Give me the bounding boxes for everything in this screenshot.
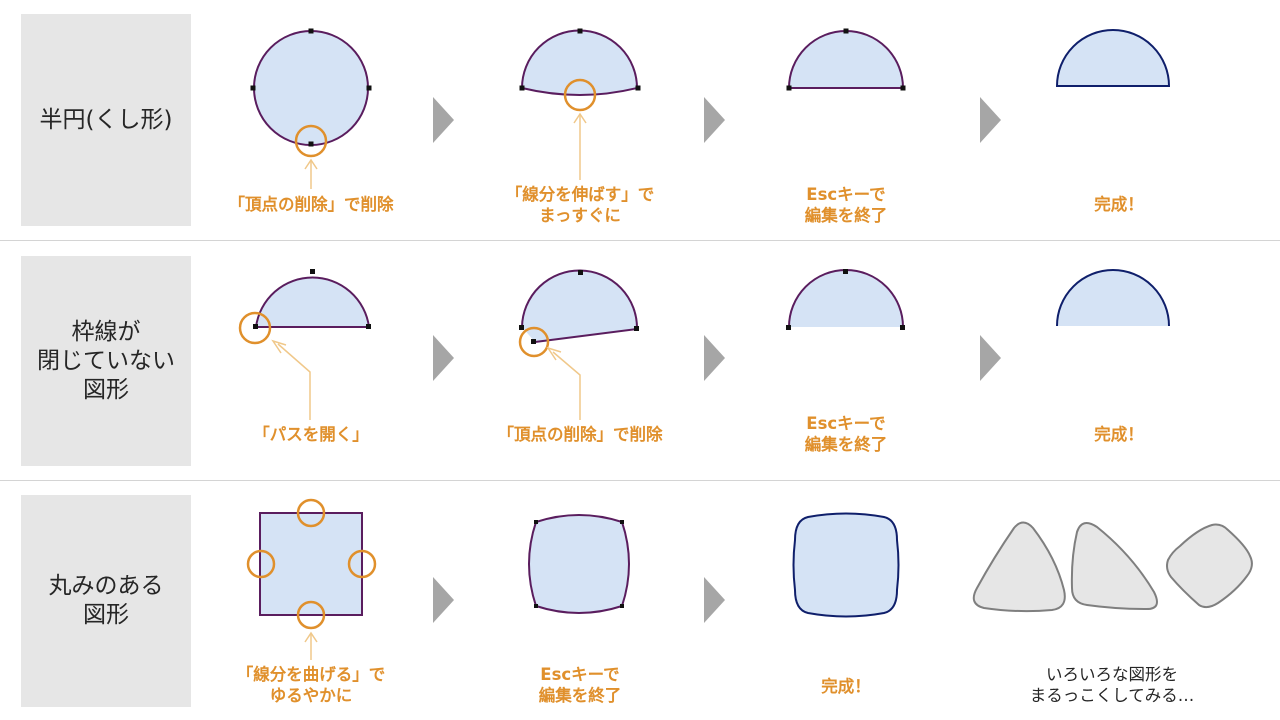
step-open-semicircle	[238, 269, 371, 420]
row-label-semicircle-text: 半円(くし形)	[39, 106, 173, 133]
vertex-handle	[519, 85, 525, 91]
arrow-right-icon	[980, 97, 1001, 143]
vertex-handle	[577, 28, 583, 34]
row-label-rounded-text: 丸みのある 図形	[48, 573, 164, 628]
vertex-handle	[900, 85, 906, 91]
arrow-right-icon	[704, 577, 725, 623]
highlight-circle	[296, 600, 326, 630]
vertex-handle	[308, 141, 314, 147]
vertex-handle	[366, 85, 372, 91]
vertex-handle	[253, 324, 258, 329]
arrow-right-icon	[980, 335, 1001, 381]
highlight-circle	[246, 549, 276, 579]
caption-complete: 完成！	[821, 677, 871, 696]
step-semicircle-straight-base	[786, 28, 906, 91]
vertex-handle	[900, 325, 905, 330]
step-open-arc-final	[1056, 269, 1170, 327]
callout-line	[277, 343, 311, 420]
rounded-right-triangle-shape	[1070, 522, 1158, 611]
highlight-circle	[294, 124, 328, 158]
vertex-handle	[786, 325, 791, 330]
row-label-open-outline: 枠線が 閉じていない 図形	[21, 256, 191, 466]
arrow-right-icon	[704, 335, 725, 381]
vertex-handle	[519, 325, 524, 330]
vertex-handle	[534, 520, 538, 524]
step-open-arc-edited	[786, 269, 905, 330]
caption-esc-end-edit: Escキーで 編集を終了	[804, 185, 888, 225]
row-label-rounded: 丸みのある 図形	[21, 495, 191, 707]
step-semicircle-curved-base	[519, 28, 641, 180]
vertex-handle	[310, 269, 315, 274]
row-label-semicircle: 半円(くし形)	[21, 14, 191, 226]
callout-arrowhead	[271, 339, 287, 354]
vertex-handle	[531, 339, 536, 344]
arrow-right-icon	[433, 97, 454, 143]
step-rounded-square-final	[792, 512, 900, 618]
vertex-handle	[634, 326, 639, 331]
caption-bend-segment: 「線分を曲げる」で ゆるやかに	[236, 665, 386, 705]
caption-delete-vertex: 「頂点の削除」で削除	[497, 425, 663, 444]
vertex-handle	[843, 28, 849, 34]
vertex-handle	[635, 85, 641, 91]
row-divider	[0, 480, 1280, 481]
step-square-with-highlights	[246, 498, 377, 660]
callout-arrowhead	[304, 158, 318, 170]
vertex-handle	[620, 604, 624, 608]
highlight-circle	[238, 311, 272, 345]
callout-arrowhead	[546, 346, 562, 361]
rounded-diamond-shape	[1166, 523, 1253, 609]
caption-try-various-shapes: いろいろな図形を まるっこくしてみる…	[1029, 665, 1195, 705]
highlight-circle	[347, 549, 377, 579]
arrow-right-icon	[433, 335, 454, 381]
vertex-handle	[308, 28, 314, 34]
caption-straighten-segment: 「線分を伸ばす」で まっすぐに	[505, 185, 655, 225]
rounded-triangle-shape	[972, 521, 1066, 613]
arrow-right-icon	[704, 97, 725, 143]
caption-complete: 完成！	[1094, 195, 1144, 214]
caption-delete-vertex: 「頂点の削除」で削除	[228, 195, 394, 214]
step-open-semicircle-dragged	[518, 269, 639, 420]
row-label-open-outline-text: 枠線が 閉じていない 図形	[37, 318, 175, 403]
highlight-circle	[518, 326, 550, 358]
vertex-handle	[843, 269, 848, 274]
step-circle-with-vertices	[250, 28, 372, 189]
vertex-handle	[620, 520, 624, 524]
highlight-circle	[563, 78, 597, 112]
vertex-handle	[578, 270, 583, 275]
vertex-handle	[366, 324, 371, 329]
highlight-circle	[296, 498, 326, 528]
caption-esc-end-edit: Escキーで 編集を終了	[804, 414, 888, 454]
vertex-handle	[534, 604, 538, 608]
vertex-handle	[786, 85, 792, 91]
caption-open-path: 「パスを開く」	[253, 425, 369, 444]
caption-esc-end-edit: Escキーで 編集を終了	[538, 665, 622, 705]
vertex-handle	[250, 85, 256, 91]
caption-complete: 完成！	[1094, 425, 1144, 444]
callout-arrowhead	[304, 631, 318, 643]
step-semicircle-final	[1055, 29, 1171, 87]
step-square-bent	[528, 514, 630, 614]
row-divider	[0, 240, 1280, 241]
callout-arrowhead	[573, 112, 587, 124]
example-rounded-shapes	[972, 521, 1253, 613]
arrow-right-icon	[433, 577, 454, 623]
callout-line	[552, 351, 581, 420]
